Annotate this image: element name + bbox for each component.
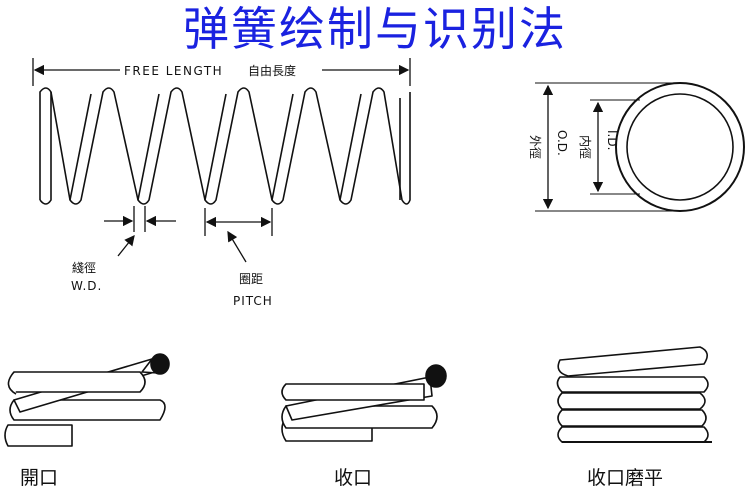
pitch-dimension (204, 208, 273, 263)
pitch-label-zh: 圈距 (239, 272, 263, 286)
wire-diameter-label: W.D. (71, 279, 102, 293)
closed-ground-end-label: 收口磨平 (587, 467, 663, 489)
open-end-spring (4, 353, 170, 447)
inner-diameter-label: I.D. (605, 130, 619, 150)
wire-diameter-dimension (104, 206, 176, 257)
wire-diameter-label-zh: 綫徑 (72, 261, 96, 275)
outer-diameter-label: O.D. (555, 130, 569, 156)
spring-side-view (39, 87, 411, 205)
free-length-dimension: FREE LENGTH 自由長度 (32, 58, 411, 86)
spring-end-view (535, 82, 745, 212)
pitch-label: PITCH (233, 294, 273, 308)
closed-ground-end-spring (556, 346, 712, 443)
closed-end-label: 收口 (334, 467, 372, 489)
inner-diameter-label-zh: 内徑 (578, 135, 592, 159)
closed-end-spring (281, 364, 447, 442)
outer-diameter-label-zh: 外徑 (528, 135, 542, 159)
free-length-label-zh: 自由長度 (248, 63, 296, 78)
diagram-title: 弹簧绘制与识别法 (183, 2, 567, 56)
free-length-label: FREE LENGTH (124, 64, 223, 78)
open-end-label: 開口 (20, 467, 58, 489)
